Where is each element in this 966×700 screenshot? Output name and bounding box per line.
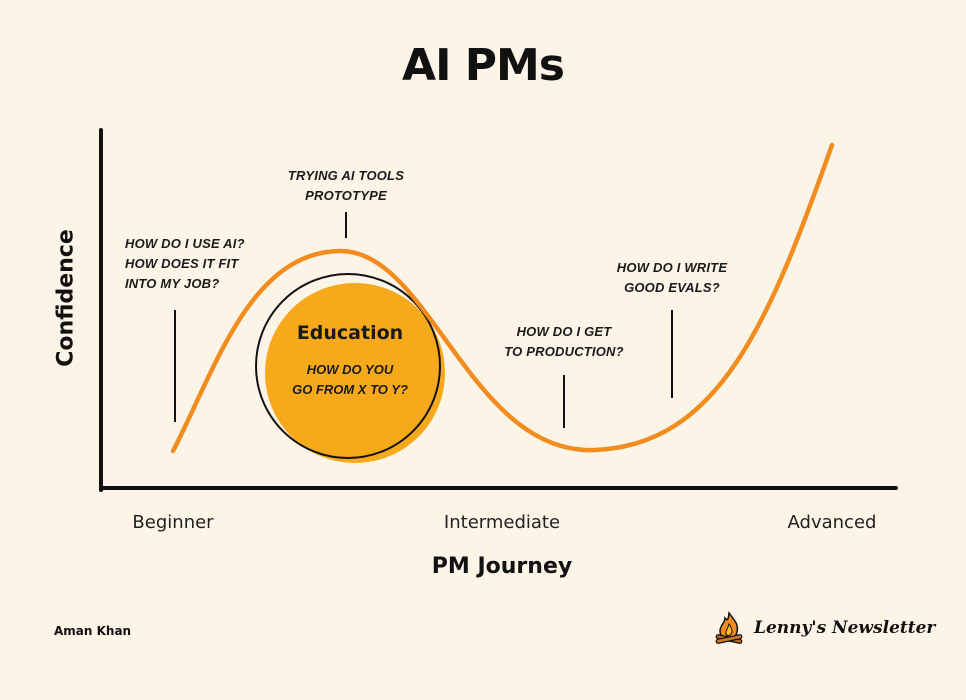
annotation-line: TO PRODUCTION? — [504, 344, 624, 359]
x-tick-intermediate: Intermediate — [443, 512, 561, 533]
annotation-line: TRYING AI TOOLS — [287, 168, 405, 183]
annotation-line: INTO MY JOB? — [125, 276, 220, 291]
annotation-line: HOW DO I WRITE — [616, 260, 728, 275]
x-tick-advanced: Advanced — [787, 512, 877, 533]
annotation-line: HOW DO I GET — [516, 324, 612, 339]
brand-logo: Lenny's Newsletter — [712, 610, 935, 646]
confidence-curve — [170, 142, 835, 454]
annotation-evals: HOW DO I WRITE GOOD EVALS? — [617, 258, 727, 298]
annotation-line: HOW DO I USE AI? — [125, 236, 245, 251]
x-tick-beginner: Beginner — [132, 512, 214, 533]
annotation-production: HOW DO I GET TO PRODUCTION? — [504, 322, 624, 362]
y-axis-label: Confidence — [53, 229, 79, 367]
education-title: Education — [296, 322, 404, 344]
education-question: HOW DO YOU GO FROM X TO Y? — [292, 360, 408, 400]
page-title: AI PMs — [402, 40, 565, 91]
annotation-line: GOOD EVALS? — [624, 280, 720, 295]
education-line: GO FROM X TO Y? — [292, 382, 408, 397]
x-axis-label: PM Journey — [431, 554, 573, 579]
education-line: HOW DO YOU — [306, 362, 394, 377]
education-circle-outline — [255, 273, 441, 459]
author-credit: Aman Khan — [54, 624, 132, 638]
annotation-use-ai: HOW DO I USE AI? HOW DOES IT FIT INTO MY… — [125, 234, 245, 294]
annotation-trying-tools: TRYING AI TOOLS PROTOTYPE — [288, 166, 404, 206]
brand-name: Lenny's Newsletter — [754, 618, 936, 638]
annotation-line: PROTOTYPE — [305, 188, 387, 203]
campfire-icon — [715, 610, 743, 644]
annotation-line: HOW DOES IT FIT — [125, 256, 239, 271]
education-circle-fill — [265, 283, 445, 463]
